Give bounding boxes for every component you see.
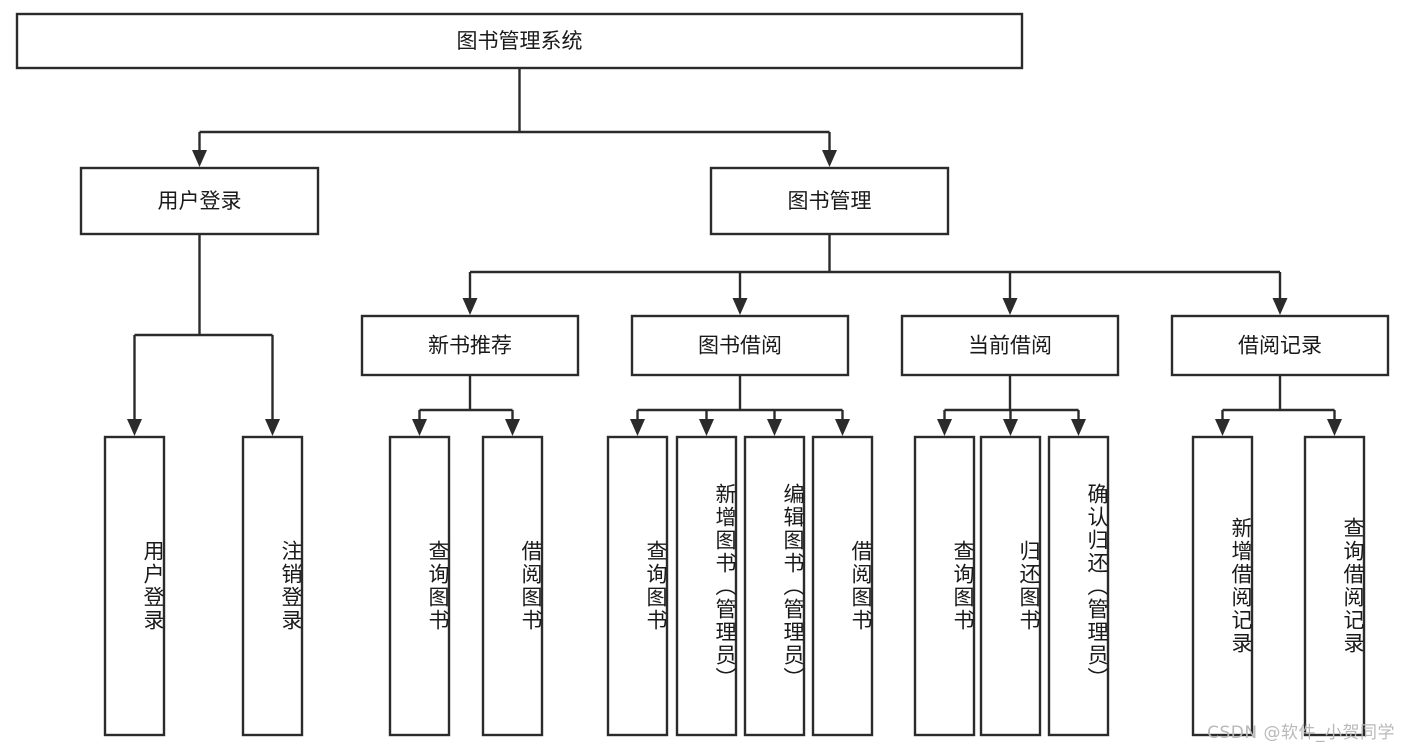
- node-box-leaf-edit-book[interactable]: [743, 435, 806, 737]
- node-box-layer: [15, 12, 1390, 737]
- node-label-book-borrow: 图书借阅: [698, 334, 782, 358]
- node-label-borrow-record: 借阅记录: [1238, 334, 1322, 358]
- node-box-leaf-user-login[interactable]: [103, 435, 166, 737]
- node-box-leaf-query-record[interactable]: [1303, 435, 1366, 737]
- node-box-current-borrow[interactable]: [900, 314, 1120, 377]
- connector-root-to-level2: [192, 68, 837, 167]
- connector-current-borrow-to-leaves: [937, 375, 1086, 436]
- node-box-leaf-borrow-book[interactable]: [811, 435, 874, 737]
- connector-book-borrow-to-leaves: [630, 375, 850, 436]
- node-label-book-manage: 图书管理: [788, 189, 872, 213]
- node-label-current-borrow: 当前借阅: [968, 334, 1052, 358]
- connector-book-manage-to-level3: [462, 234, 1288, 315]
- node-box-root[interactable]: [15, 12, 1024, 70]
- node-box-borrow-record[interactable]: [1170, 314, 1390, 377]
- connector-new-book-recommend-to-leaves: [412, 375, 520, 436]
- connector-borrow-record-to-leaves: [1215, 375, 1342, 436]
- node-label-user-login: 用户登录: [158, 189, 242, 213]
- node-box-leaf-query-book-cur[interactable]: [913, 435, 976, 737]
- node-box-book-borrow[interactable]: [630, 314, 850, 377]
- connector-user-login-to-leaves: [127, 234, 280, 436]
- node-box-leaf-query-book-borrow[interactable]: [606, 435, 669, 737]
- node-box-user-login[interactable]: [79, 166, 320, 236]
- node-box-leaf-query-book-rec[interactable]: [388, 435, 451, 737]
- connector-layer: [127, 68, 1342, 436]
- node-box-leaf-add-record[interactable]: [1191, 435, 1254, 737]
- node-box-leaf-borrow-book-rec[interactable]: [481, 435, 544, 737]
- node-label-new-book-recommend: 新书推荐: [428, 334, 512, 358]
- node-box-book-manage[interactable]: [709, 166, 950, 236]
- watermark-text: CSDN @软件_小贺同学: [1207, 723, 1395, 743]
- node-box-leaf-return-book[interactable]: [979, 435, 1042, 737]
- node-box-new-book-recommend[interactable]: [360, 314, 580, 377]
- node-box-leaf-confirm-return[interactable]: [1047, 435, 1110, 737]
- node-box-leaf-logout[interactable]: [241, 435, 304, 737]
- node-box-leaf-add-book[interactable]: [675, 435, 738, 737]
- node-label-root: 图书管理系统: [457, 29, 583, 53]
